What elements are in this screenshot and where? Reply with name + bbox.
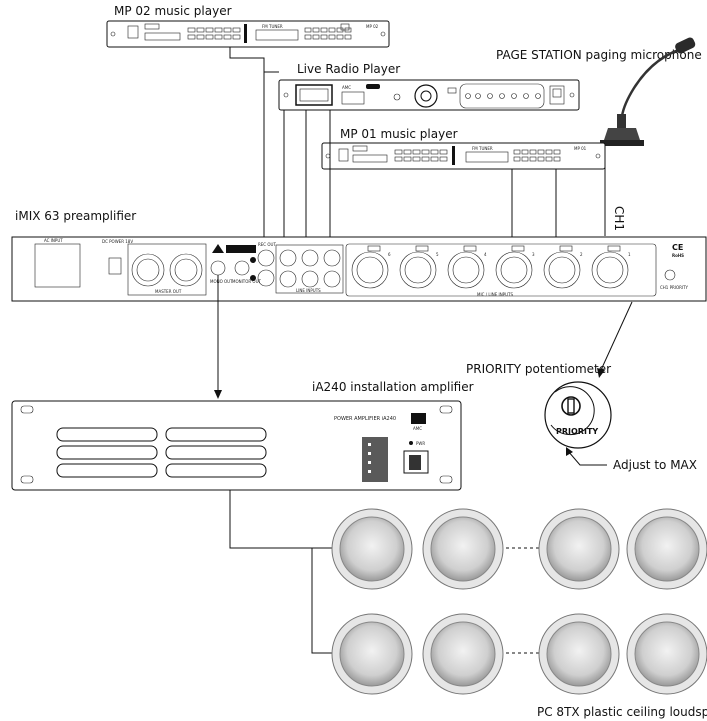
imix-ce-mark: CE — [672, 243, 683, 252]
imix-rohs-mark: RoHS — [672, 253, 684, 258]
mp01-model-tag: MP 01 — [574, 146, 587, 151]
loudspeaker-array — [331, 508, 707, 695]
ch1-label: CH1 — [612, 206, 626, 231]
imix-line-inputs: LINE INPUTS — [296, 288, 321, 293]
ia240-brand: AMC — [413, 426, 422, 431]
imix-ch-6: 6 — [388, 252, 391, 257]
mono-out-to-amplifier-wire — [214, 275, 222, 399]
ia240-installation-amplifier: iA240 installation amplifier POWER AMPLI… — [11, 380, 474, 491]
page-station-label: PAGE STATION paging microphone — [496, 48, 702, 62]
imix-dc-power: DC POWER 18V — [102, 239, 133, 244]
imix-ch1-priority-knob — [664, 269, 676, 281]
mp02-model-tag: MP 02 — [366, 24, 379, 29]
imix-rec-out: REC OUT — [258, 242, 276, 247]
loudspeaker — [331, 613, 413, 695]
imix-line-input-jacks — [279, 249, 341, 288]
page-station-microphone: PAGE STATION paging microphone — [496, 37, 702, 146]
imix63-label: iMIX 63 preamplifier — [15, 209, 136, 223]
loudspeaker — [538, 508, 620, 590]
priority-pot-label: PRIORITY potentiometer — [466, 362, 611, 376]
live-radio-brand: AMC — [342, 85, 351, 90]
loudspeaker — [422, 508, 504, 590]
imix-monitor-out: MONITOR OUT — [232, 279, 261, 284]
mp02-buttons — [187, 27, 241, 40]
speakers-label: PC 8TX plastic ceiling loudspeaker — [537, 705, 707, 719]
mp02-label: MP 02 music player — [114, 4, 232, 18]
mp01-music-player: MP 01 music player FM TUNER MP 01 — [321, 127, 606, 170]
imix-master-out: MASTER OUT — [155, 289, 182, 294]
ia240-power-amplifier: POWER AMPLIFIER iA240 — [334, 416, 396, 422]
live-radio-player: Live Radio Player AMC — [278, 62, 580, 111]
imix-ch-5: 5 — [436, 252, 439, 257]
live-radio-label: Live Radio Player — [297, 62, 400, 76]
imix-ch-1: 1 — [628, 252, 631, 257]
loudspeaker — [626, 613, 707, 695]
priority-knob-label: PRIORITY — [556, 427, 598, 436]
imix-ch-2: 2 — [580, 252, 583, 257]
mp02-music-player: MP 02 music player FM TUNER MP 02 — [106, 4, 390, 48]
ia240-vents — [56, 427, 267, 478]
priority-potentiometer: PRIORITY potentiometer PRIORITY Adjust t… — [466, 301, 697, 472]
mp01-fm-tuner: FM TUNER — [472, 146, 493, 151]
loudspeaker — [626, 508, 707, 590]
adjust-label: Adjust to MAX — [613, 458, 697, 472]
imix-ch-3: 3 — [532, 252, 535, 257]
loudspeaker — [422, 613, 504, 695]
loudspeaker — [331, 508, 413, 590]
imix-mono-out: MONO OUT — [210, 279, 233, 284]
imix-mic-line-inputs: MIC / LINE INPUTS — [477, 292, 513, 297]
imix-mic-line-jacks — [351, 245, 629, 289]
imix-ch1-priority: CH1 PRIORITY — [660, 285, 689, 290]
ia240-pwr: PWR — [416, 441, 425, 446]
mp01-label: MP 01 music player — [340, 127, 458, 141]
imix-ch-4: 4 — [484, 252, 487, 257]
ia240-label: iA240 installation amplifier — [312, 380, 474, 394]
mp02-fm-tuner: FM TUNER — [262, 24, 283, 29]
imix63-preamplifier: iMIX 63 preamplifier AC INPUT DC POWER 1… — [11, 209, 707, 302]
loudspeaker — [538, 613, 620, 695]
imix-ac-input: AC INPUT — [44, 238, 63, 243]
